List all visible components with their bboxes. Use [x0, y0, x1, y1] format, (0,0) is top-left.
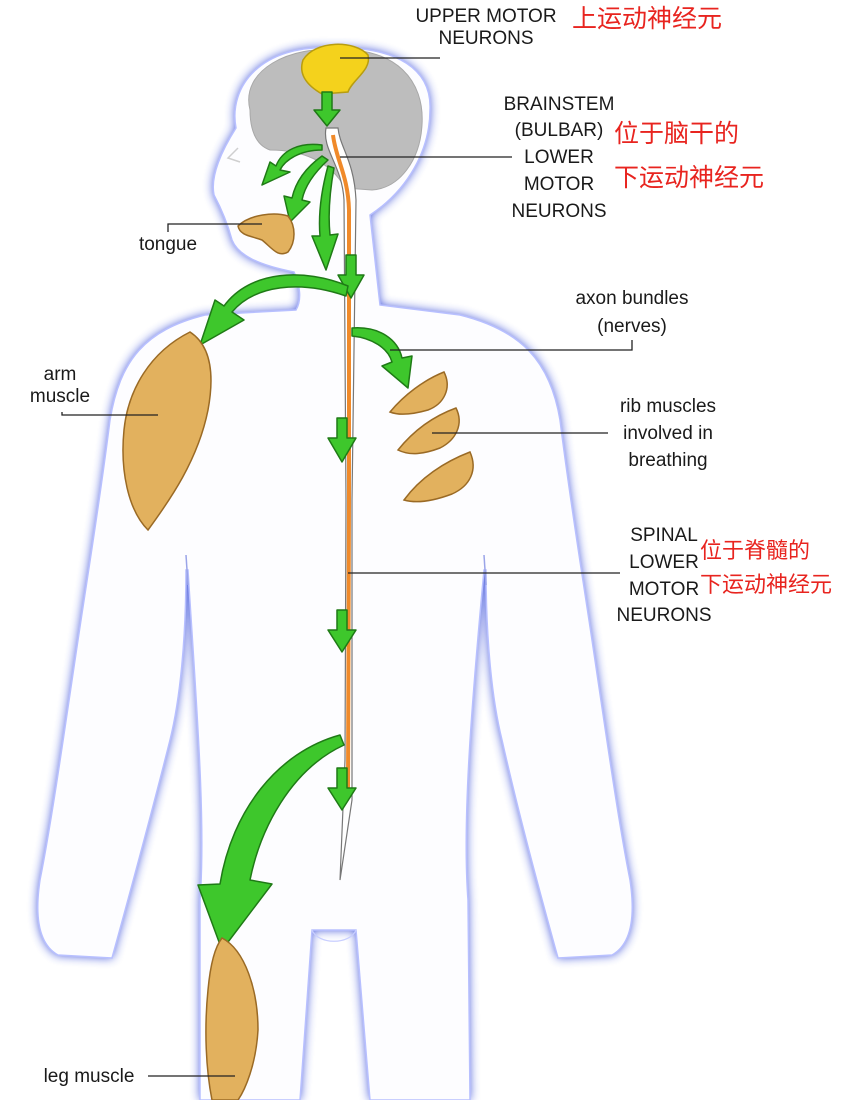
- rib-muscle-1: [388, 371, 448, 415]
- label-arm-muscle: arm muscle: [30, 364, 90, 407]
- svg-text:breathing: breathing: [628, 450, 707, 471]
- svg-text:NEURONS: NEURONS: [511, 201, 606, 222]
- body-silhouette: [37, 47, 633, 1100]
- brain: [248, 48, 423, 191]
- svg-text:LOWER: LOWER: [629, 552, 699, 573]
- svg-text:MOTOR: MOTOR: [629, 579, 699, 600]
- label-rib-muscles: rib muscles involved in breathing: [620, 396, 716, 471]
- label-spinal-cn: 位于脊髓的 下运动神经元: [700, 539, 832, 598]
- upper-motor-neuron: [301, 43, 370, 95]
- svg-text:involved in: involved in: [623, 423, 713, 444]
- svg-text:NEURONS: NEURONS: [616, 605, 711, 626]
- label-tongue: tongue: [139, 234, 197, 255]
- rib-muscle-2: [396, 407, 460, 455]
- svg-text:LOWER: LOWER: [524, 147, 594, 168]
- leg-muscle-shape: [205, 937, 259, 1100]
- svg-text:arm: arm: [44, 364, 77, 385]
- leader-lines: [61, 57, 633, 1077]
- svg-text:MOTOR: MOTOR: [524, 174, 594, 195]
- label-upper-motor-neurons: UPPER MOTOR NEURONS: [415, 6, 556, 49]
- svg-text:位于脊髓的: 位于脊髓的: [700, 539, 810, 564]
- svg-text:muscle: muscle: [30, 386, 90, 407]
- svg-text:UPPER MOTOR: UPPER MOTOR: [415, 6, 556, 27]
- svg-text:(BULBAR): (BULBAR): [515, 120, 604, 141]
- label-axon-bundles: axon bundles (nerves): [575, 288, 688, 337]
- label-leg-muscle: leg muscle: [44, 1066, 135, 1087]
- svg-text:rib muscles: rib muscles: [620, 396, 716, 417]
- svg-text:SPINAL: SPINAL: [630, 525, 698, 546]
- arm-muscle-shape: [122, 331, 212, 532]
- svg-text:axon bundles: axon bundles: [575, 288, 688, 309]
- label-upper-motor-neurons-cn: 上运动神经元: [572, 4, 722, 33]
- svg-text:BRAINSTEM: BRAINSTEM: [504, 94, 615, 115]
- rib-muscle-3: [402, 451, 474, 503]
- svg-text:下运动神经元: 下运动神经元: [614, 163, 764, 192]
- svg-text:NEURONS: NEURONS: [438, 28, 533, 49]
- label-spinal-lower-motor-neurons: SPINAL LOWER MOTOR NEURONS: [616, 525, 711, 626]
- label-brainstem-cn: 位于脑干的 下运动神经元: [614, 119, 764, 192]
- label-brainstem-lower-motor-neurons: BRAINSTEM (BULBAR) LOWER MOTOR NEURONS: [504, 94, 615, 222]
- svg-text:(nerves): (nerves): [597, 316, 667, 337]
- spinal-cord: [324, 127, 357, 881]
- svg-text:位于脑干的: 位于脑干的: [614, 119, 739, 148]
- signal-arrows: [197, 91, 413, 951]
- svg-text:下运动神经元: 下运动神经元: [700, 573, 832, 598]
